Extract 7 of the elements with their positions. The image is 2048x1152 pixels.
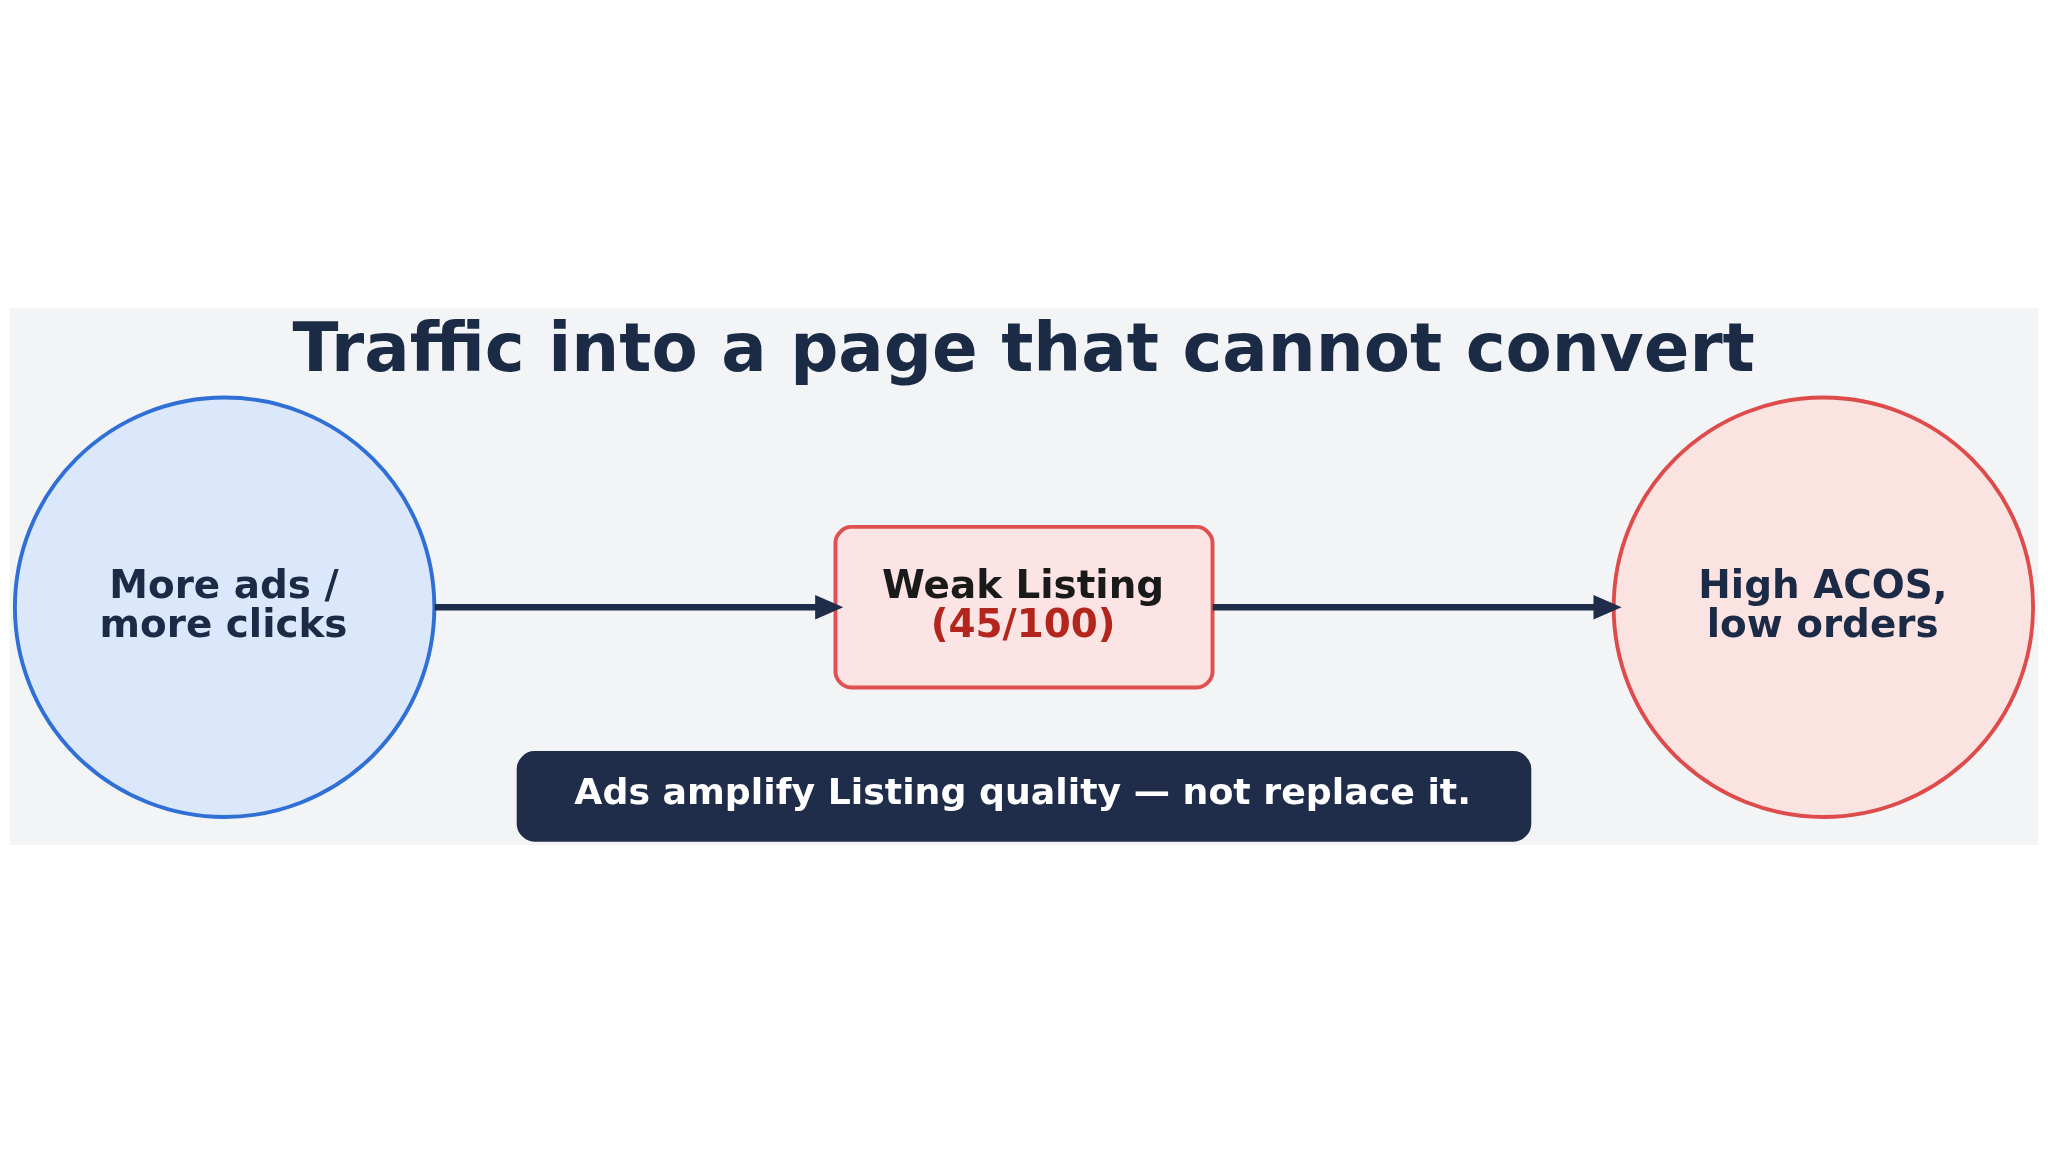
- node-box: Weak Listing (45/100): [833, 524, 1215, 689]
- arrow: [434, 594, 844, 620]
- node-box: Ads amplify Listing quality — not replace it.: [516, 750, 1532, 842]
- node-circle: High ACOS, low orders: [1611, 395, 2036, 819]
- arrow: [1212, 594, 1622, 620]
- diagram-title: Traffic into a page that cannot convert: [292, 307, 1755, 387]
- node-circle: More ads / more clicks: [12, 395, 437, 819]
